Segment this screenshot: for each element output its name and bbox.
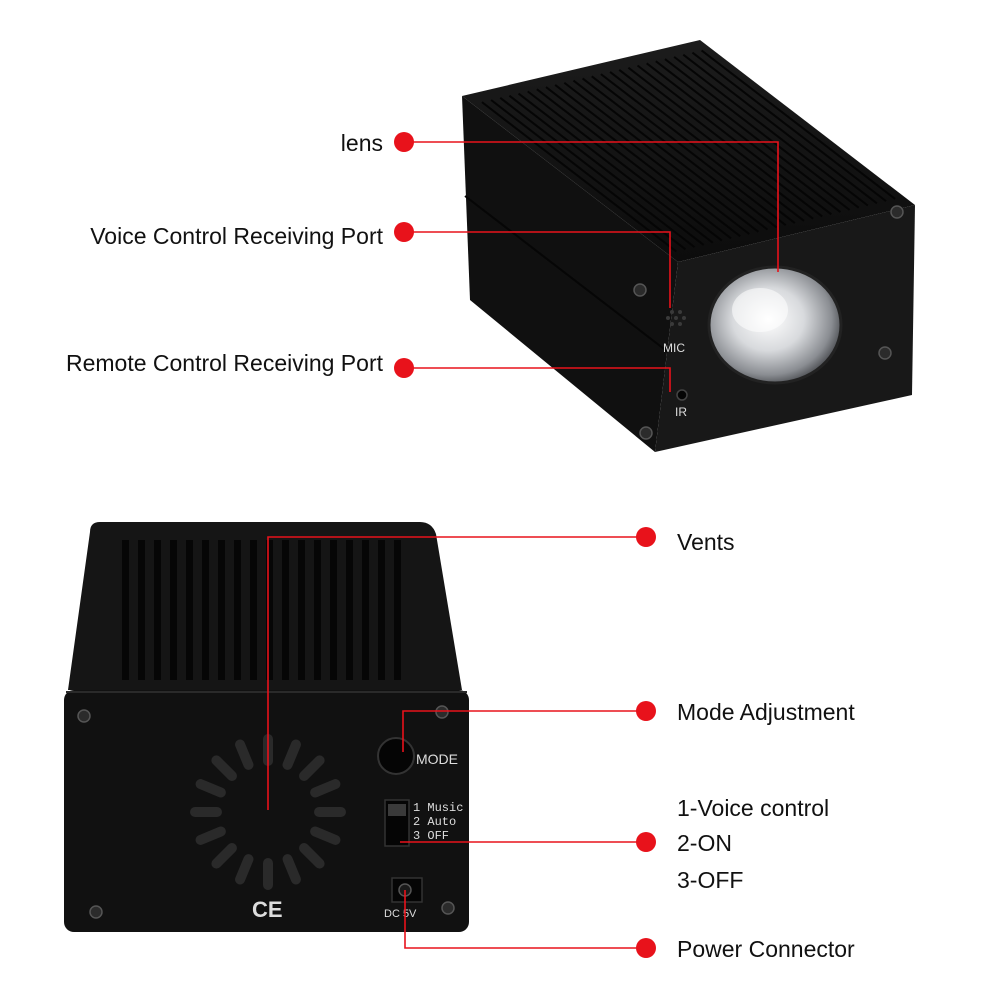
callout-dot-lens <box>394 132 414 152</box>
dc-marking: DC 5V <box>384 908 417 920</box>
callout-line-vents <box>267 536 646 810</box>
top-device: MIC IR <box>462 40 915 452</box>
label-switch-option-1: 1-Voice control <box>677 795 830 821</box>
ir-marking: IR <box>675 405 687 419</box>
switch-line-3: 3 OFF <box>413 829 449 843</box>
label-vents: Vents <box>677 529 735 555</box>
screw-icons-top <box>633 205 904 440</box>
mode-button-icon <box>377 737 415 775</box>
label-remote-control-port: Remote Control Receiving Port <box>65 350 383 376</box>
callout-line-power <box>404 890 646 949</box>
mic-holes-icon <box>666 310 686 326</box>
callout-dot-voice <box>394 222 414 242</box>
callout-lines <box>267 141 779 949</box>
label-switch-option-3: 3-OFF <box>677 867 744 893</box>
bottom-device-vent-slots <box>122 540 401 680</box>
mode-marking: MODE <box>416 751 458 767</box>
callout-dots <box>394 132 656 958</box>
callout-dot-remote <box>394 358 414 378</box>
callout-line-mode <box>402 710 646 752</box>
ir-sensor-icon <box>676 389 688 401</box>
callout-line-voice <box>404 231 671 308</box>
callout-dot-switch <box>636 832 656 852</box>
ce-marking: CE <box>252 897 283 922</box>
switch-line-1: 1 Music <box>413 801 463 815</box>
switch-line-2: 2 Auto <box>413 815 456 829</box>
callout-dot-vents <box>636 527 656 547</box>
top-device-side-face <box>462 96 678 452</box>
label-switch-option-2: 2-ON <box>677 830 732 856</box>
callout-line-remote <box>404 367 671 392</box>
bottom-device: CE MODE 1 Music 2 Auto 3 OFF DC 5V <box>64 522 469 932</box>
mic-marking: MIC <box>663 341 685 355</box>
screw-icons-bottom <box>77 705 455 919</box>
label-power-connector: Power Connector <box>677 936 855 962</box>
callout-dot-power <box>636 938 656 958</box>
label-voice-control-port: Voice Control Receiving Port <box>90 223 383 249</box>
bottom-device-front-panel <box>64 690 469 932</box>
label-lens: lens <box>340 130 383 156</box>
callout-line-lens <box>404 141 779 272</box>
speaker-grille-icon <box>190 734 346 890</box>
top-device-vent-ridges <box>481 49 896 253</box>
label-mode-adjustment: Mode Adjustment <box>677 699 855 725</box>
callout-dot-mode <box>636 701 656 721</box>
